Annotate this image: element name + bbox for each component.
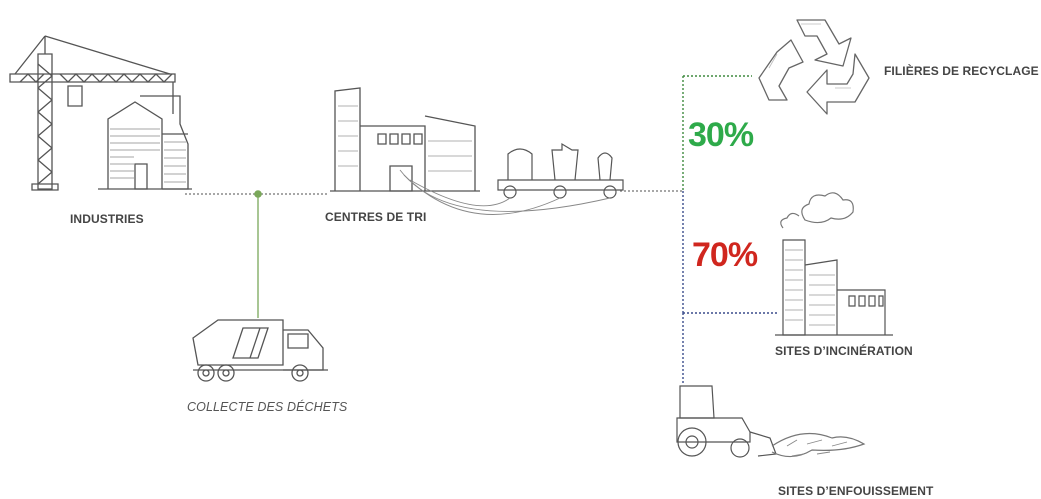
sorting-center-icon bbox=[330, 86, 480, 196]
incineration-plant-icon bbox=[775, 190, 895, 340]
garbage-truck-icon bbox=[188, 310, 333, 385]
incineration-percentage: 70% bbox=[692, 236, 758, 274]
recyclage-label: FILIÈRES DE RECYCLAGE bbox=[884, 64, 1039, 78]
landfill-tractor-icon bbox=[672, 382, 872, 477]
incineration-label: SITES D’INCINÉRATION bbox=[775, 344, 913, 358]
conveyor-belt-icon bbox=[390, 140, 630, 240]
recycle-icon bbox=[755, 8, 875, 123]
collecte-label: COLLECTE DES DÉCHETS bbox=[187, 400, 348, 414]
recyclage-percentage: 30% bbox=[688, 116, 754, 154]
industries-label: INDUSTRIES bbox=[70, 212, 144, 226]
enfouissement-label: SITES D’ENFOUISSEMENT bbox=[778, 484, 934, 498]
centres-tri-label: CENTRES DE TRI bbox=[325, 210, 427, 224]
crane-factory-icon bbox=[10, 34, 190, 194]
collection-node bbox=[254, 190, 262, 198]
